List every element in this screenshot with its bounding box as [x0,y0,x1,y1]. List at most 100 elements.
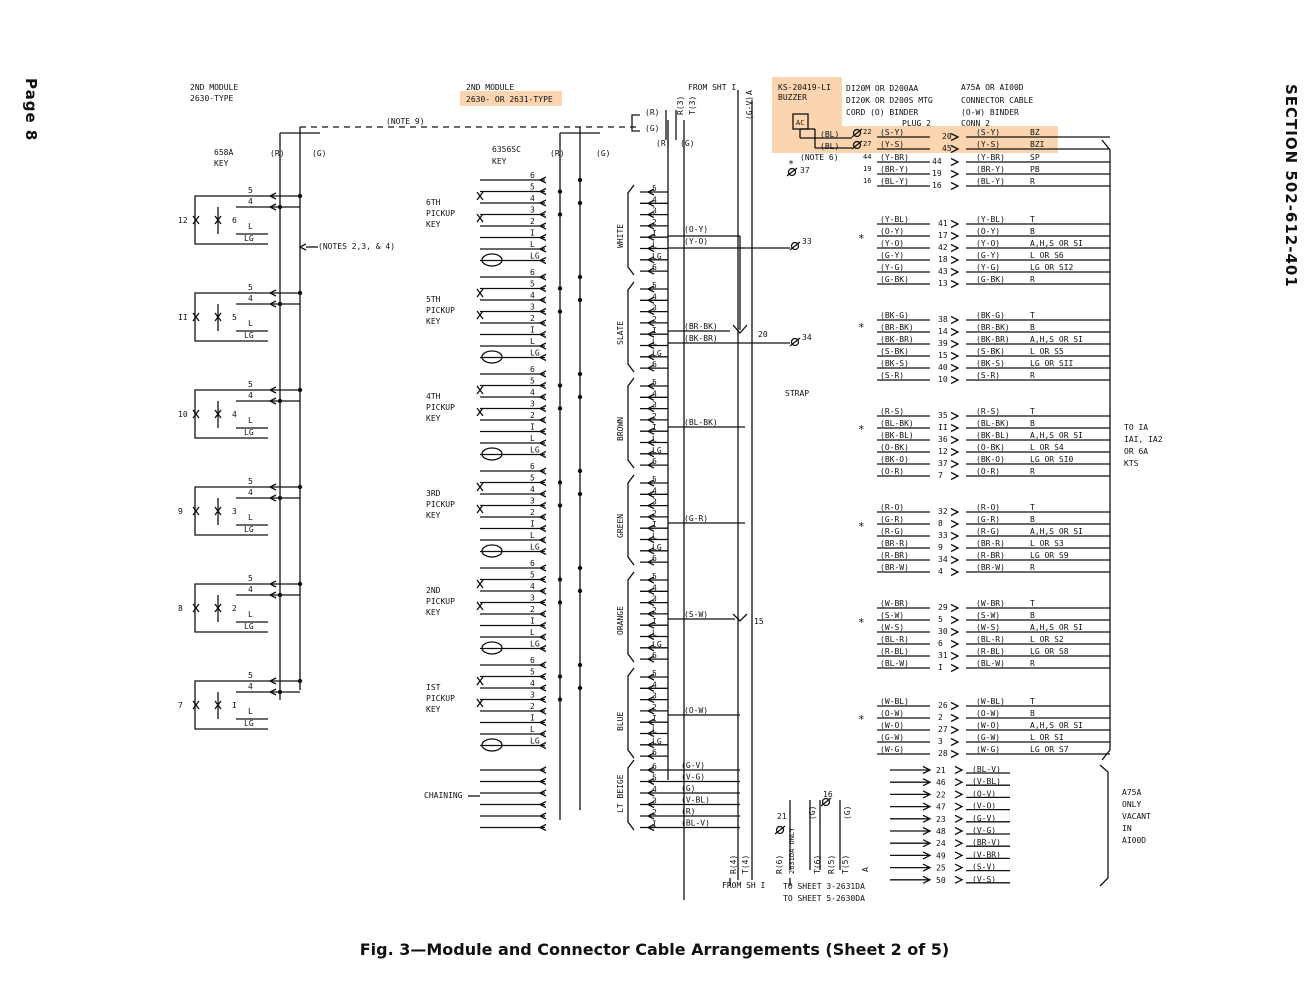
conn-lead-label: (O-W) [976,709,1000,718]
conn-arrow [950,423,960,433]
conn-arrow [950,663,960,673]
pickup-arrow [538,718,547,727]
cord-lead-label: (Y-G) [880,263,904,272]
conn-lead-label: (R-S) [976,407,1000,416]
trunk-g-label: (G) [645,124,659,133]
pickup-x [476,698,484,708]
conn-arrow [950,459,960,469]
pickup-arrow [538,467,547,475]
conn-function: A,H,S OR SI [1030,623,1083,632]
conn-lead-label: (Y-O) [976,239,1000,248]
group-arrow [646,502,655,510]
spare-lead-label: (V-O) [972,802,996,811]
conn-pin-number: 2 [938,713,943,722]
group-brace [627,281,635,373]
pickup-pin-number: 2 [530,508,535,517]
key-5-label: 5 [248,671,253,680]
junction-dot [297,581,303,587]
pickup-arrow [538,296,547,304]
pickup-arrow [538,222,547,230]
conn-arrow [950,243,960,253]
conn-pin-number: 31 [938,651,948,660]
pickup-pin-number: L [530,240,535,249]
conn-pin-number: 38 [938,315,948,324]
group-pin-number: I [652,423,657,432]
conn-lead-label: (W-O) [976,721,1000,730]
contact-x [214,215,222,225]
conn-function: L OR S6 [1030,251,1064,260]
spare-pin-number: 23 [936,815,946,824]
junction-dot [577,491,583,497]
pickup-pin-number: I [530,520,535,529]
contact-x [214,312,222,322]
key-loop [194,195,236,245]
junction-dot [297,678,303,684]
line-number: II [178,313,188,322]
group-arrow [646,599,655,607]
star-mark: * [858,321,865,334]
conn-arrow [950,543,960,553]
group-brace [627,759,635,831]
pickup-arrow [538,695,547,704]
highlight-mid-module [460,91,562,106]
contact-x [192,506,200,516]
conn-function: R [1030,659,1035,668]
group-arrow [646,211,655,219]
group-pin-number: L [652,435,657,444]
conn-function: R [1030,467,1035,476]
pickup-arrow [538,575,547,584]
key-4-label: 4 [248,488,253,497]
group-pin-number: 3 [652,401,657,410]
beige-pin-number: 2 [652,808,657,817]
conn-lead-label: (Y-BL) [976,215,1005,224]
group-pin-number: 3 [652,498,657,507]
pickup-arrow [538,741,547,750]
pickup-label: PICKUP [426,694,455,703]
buzzer-ac-label: AC [796,119,804,127]
group-pin-number: 5 [652,281,657,290]
junction-dot [577,468,583,474]
conn-function: L OR S5 [1030,347,1064,356]
pickup-key: KEY [426,220,441,229]
key-arrow [268,300,277,308]
pickup-pin-number: 2 [530,217,535,226]
junction-dot [277,204,283,210]
plug-pin-number: 22 [863,128,871,136]
group-arrow [646,199,655,207]
pickup-arrow [538,730,547,738]
contact-x [192,700,200,710]
contact-x [192,409,200,419]
pickup-pin-number: LG [530,543,540,552]
line-number-b: 4 [232,410,237,419]
plug-lead-label: (S-Y) [880,128,904,137]
pickup-arrow [538,342,547,350]
line-number-b: I [232,701,237,710]
junction-dot [577,297,583,303]
pickup-arrow [538,513,547,521]
conn-pin-number: 29 [938,603,948,612]
terminal-34 [790,337,800,347]
group-arrow [646,696,655,704]
conn-arrow [950,471,960,481]
pickup-arrow [538,684,547,692]
cord-lead-label: (O-BK) [880,443,909,452]
group-arrow [646,267,655,275]
trunk-a-label: A [745,90,754,95]
to-sheet5-label: TO SHEET 5-2630DA [783,894,865,903]
key-arrow [268,580,277,588]
key-l-label: L [248,416,253,425]
conn-arrow [950,555,960,565]
spare-arrow [922,875,932,884]
pickup-arrow [538,416,547,424]
junction-dot [297,387,303,393]
group-arrow [646,256,655,264]
pickup-arrow [538,450,547,459]
group-pin-number: 6 [652,360,657,369]
group-arrow [646,233,655,241]
plug-lead-label: (Y-S) [880,140,904,149]
a75a-label-1: A75A [1122,788,1141,797]
group-pin-number: L [652,629,657,638]
bottom-t4: T(4) [741,855,750,874]
mid-module-title: 2ND MODULE [466,83,514,92]
group-pin-number: 4 [652,583,657,592]
